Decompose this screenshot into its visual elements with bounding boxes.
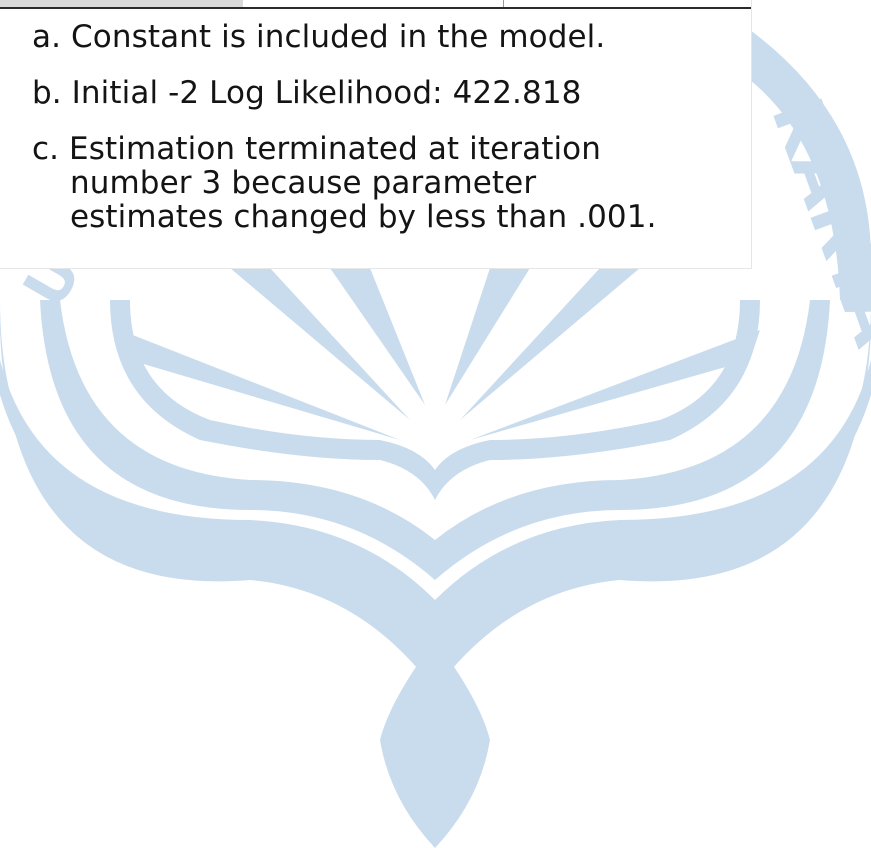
footnote-a: a. Constant is included in the model. (32, 19, 606, 55)
footnote-b: b. Initial -2 Log Likelihood: 422.818 (32, 75, 582, 111)
table-bottom-border (0, 0, 751, 9)
footnote-c-line-2: number 3 because parameter (70, 165, 537, 201)
table-footnotes-panel: a. Constant is included in the model. b.… (0, 0, 752, 269)
table-bottom-rule (0, 7, 751, 9)
footnote-c-line-3: estimates changed by less than .001. (70, 199, 657, 235)
column-divider (503, 0, 504, 8)
table-header-cell-shade (0, 0, 243, 7)
footnote-c-line-1: c. Estimation terminated at iteration (32, 131, 601, 167)
